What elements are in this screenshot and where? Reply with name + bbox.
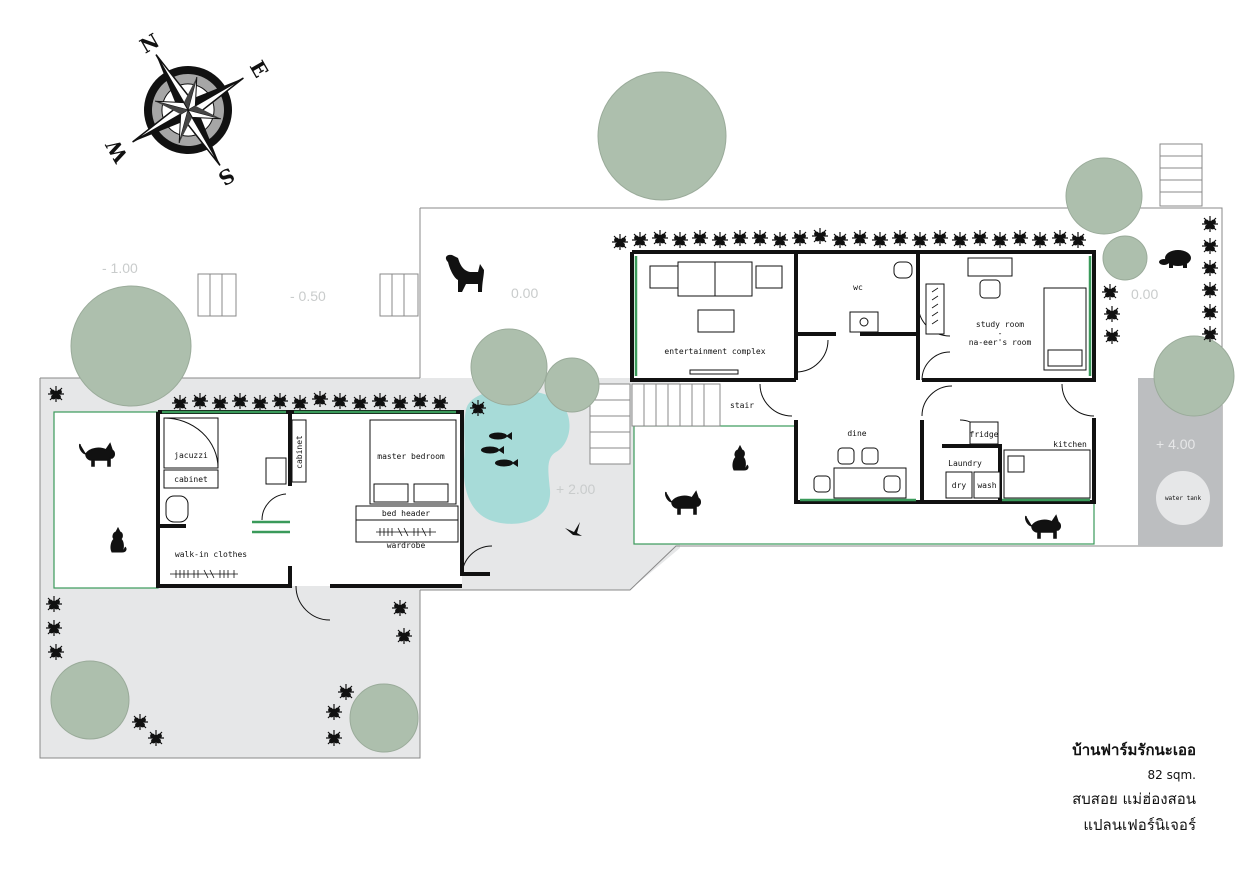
wash-label: wash xyxy=(977,481,996,490)
compass-west: W xyxy=(101,135,134,168)
wc-label: wc xyxy=(853,283,863,292)
level-minus-050: - 0.50 xyxy=(290,288,326,304)
master-bedroom-label: master bedroom xyxy=(377,452,445,461)
stair-label: stair xyxy=(730,401,754,410)
water-tank xyxy=(1156,471,1210,525)
compass-east: E xyxy=(245,56,273,81)
title-block: บ้านฟาร์มรักนะเออ 82 sqm. สบสอย แม่ฮ่องส… xyxy=(1072,738,1196,837)
level-plus-4: + 4.00 xyxy=(1156,436,1196,452)
bath-cabinet-label: cabinet xyxy=(174,475,208,484)
animals xyxy=(79,250,1191,553)
drawing-subtitle: แปลนเฟอร์นิเจอร์ xyxy=(1083,816,1196,834)
level-marks: - 1.00 - 0.50 0.00 0.00 + 2.00 + 4.00 xyxy=(102,260,1196,497)
project-location: สบสอย แม่ฮ่องสอน xyxy=(1072,790,1196,808)
turtle-icon xyxy=(1159,250,1191,268)
dine-label: dine xyxy=(847,429,866,438)
hangers xyxy=(170,287,939,579)
level-000-west: 0.00 xyxy=(511,285,538,301)
terrace-west xyxy=(53,411,159,589)
kitchen-label: kitchen xyxy=(1053,440,1087,449)
entertainment-complex-label: entertainment complex xyxy=(664,347,765,356)
project-name: บ้านฟาร์มรักนะเออ xyxy=(1072,741,1196,759)
vertical-cabinet-label: cabinet xyxy=(295,435,304,469)
furniture xyxy=(163,257,1091,543)
bed-header-label: bed header xyxy=(382,509,430,518)
wardrobe-label: wardrobe xyxy=(387,541,426,550)
compass-north: N xyxy=(136,28,164,58)
dog-icon xyxy=(445,254,484,292)
room-labels: entertainment complex wc study room - na… xyxy=(174,283,1201,559)
level-000-east: 0.00 xyxy=(1131,286,1158,302)
jacuzzi-label: jacuzzi xyxy=(174,451,208,460)
walk-in-clothes-label: walk-in clothes xyxy=(175,550,247,559)
trees xyxy=(50,71,1235,753)
compass-rose: N E S W xyxy=(101,28,274,191)
naeer-room-label: na-eer's room xyxy=(969,338,1032,347)
level-plus-2: + 2.00 xyxy=(556,481,596,497)
level-minus-1: - 1.00 xyxy=(102,260,138,276)
project-area: 82 sqm. xyxy=(1147,768,1196,782)
steps xyxy=(197,143,1203,465)
windows xyxy=(162,256,1092,534)
laundry-label: Laundry xyxy=(948,459,982,468)
dry-label: dry xyxy=(952,481,967,490)
bird-icon xyxy=(565,522,582,536)
pond xyxy=(463,389,570,524)
compass-south: S xyxy=(214,163,239,191)
fridge-label: fridge xyxy=(970,430,999,439)
study-room-label: study room xyxy=(976,320,1024,329)
study-room-dash: - xyxy=(998,329,1003,338)
water-tank-label: water tank xyxy=(1165,495,1202,502)
